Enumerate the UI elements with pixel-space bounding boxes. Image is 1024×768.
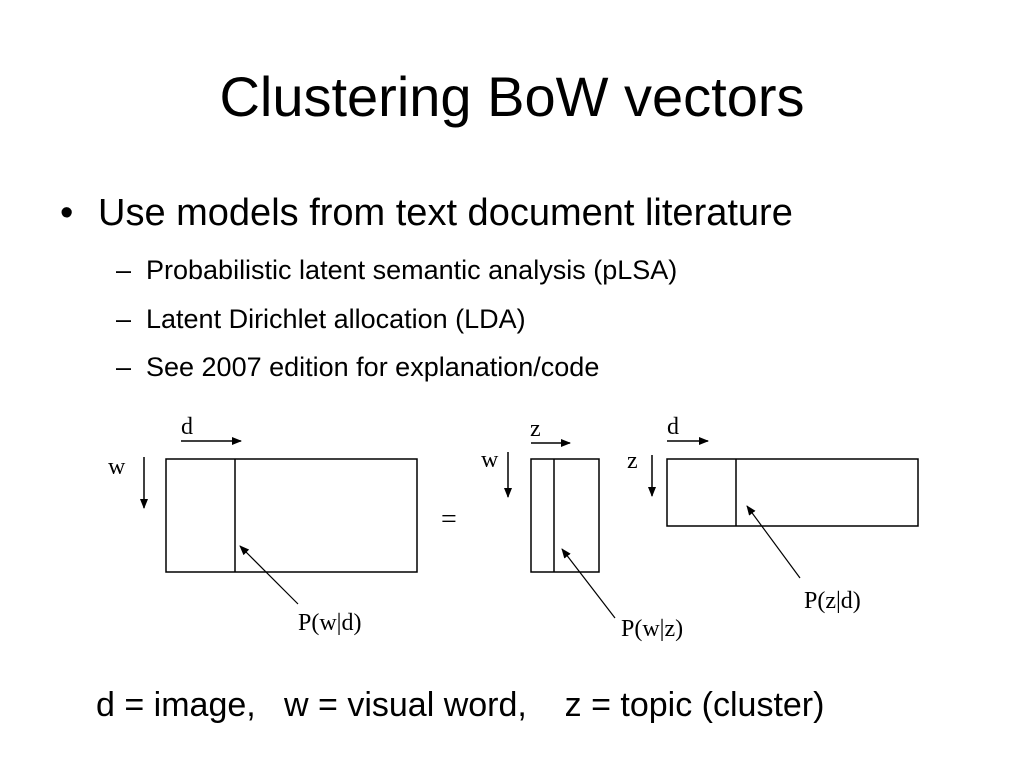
sub-bullet-edition: –See 2007 edition for explanation/code <box>116 351 599 383</box>
matrix-mid-row-label: w <box>481 447 499 473</box>
main-bullet: • Use models from text document literatur… <box>60 190 793 236</box>
matrix-right-annotation: P(z|d) <box>804 588 861 614</box>
matrix-mid-annotation: P(w|z) <box>621 616 683 642</box>
sub-bullet-plsa: –Probabilistic latent semantic analysis … <box>116 254 677 286</box>
matrix-right-col-label: d <box>667 414 679 440</box>
equals-sign: = <box>441 504 457 535</box>
bullet-symbol: • <box>60 192 74 234</box>
matrix-mid-box <box>530 458 600 573</box>
matrix-left-col-label: d <box>181 414 193 440</box>
matrix-middle: z w P(w|z) <box>481 416 683 642</box>
sub-bullet-text: See 2007 edition for explanation/code <box>146 352 600 382</box>
matrix-right-box <box>666 458 919 527</box>
annotation-arrow <box>746 505 801 579</box>
sub-bullet-dash: – <box>116 304 132 334</box>
sub-bullet-text: Probabilistic latent semantic analysis (… <box>146 255 678 285</box>
sub-bullet-text: Latent Dirichlet allocation (LDA) <box>146 304 526 334</box>
matrix-left-box <box>165 458 418 573</box>
main-bullet-text: Use models from text document literature <box>98 192 793 234</box>
matrix-left-annotation: P(w|d) <box>298 610 361 636</box>
matrix-left: d w P(w|d) <box>108 414 418 636</box>
matrix-left-row-label: w <box>108 454 126 480</box>
annotation-arrow <box>239 545 299 605</box>
matrix-right-row-label: z <box>627 448 638 474</box>
matrix-right: d z P(z|d) <box>627 414 919 614</box>
legend-caption: d = image, w = visual word, z = topic (c… <box>96 686 825 724</box>
slide-title: Clustering BoW vectors <box>219 65 805 128</box>
sub-bullet-lda: –Latent Dirichlet allocation (LDA) <box>116 303 526 335</box>
matrix-mid-col-label: z <box>530 416 541 442</box>
annotation-arrow <box>561 548 616 619</box>
sub-bullet-dash: – <box>116 352 132 382</box>
sub-bullet-dash: – <box>116 255 132 285</box>
